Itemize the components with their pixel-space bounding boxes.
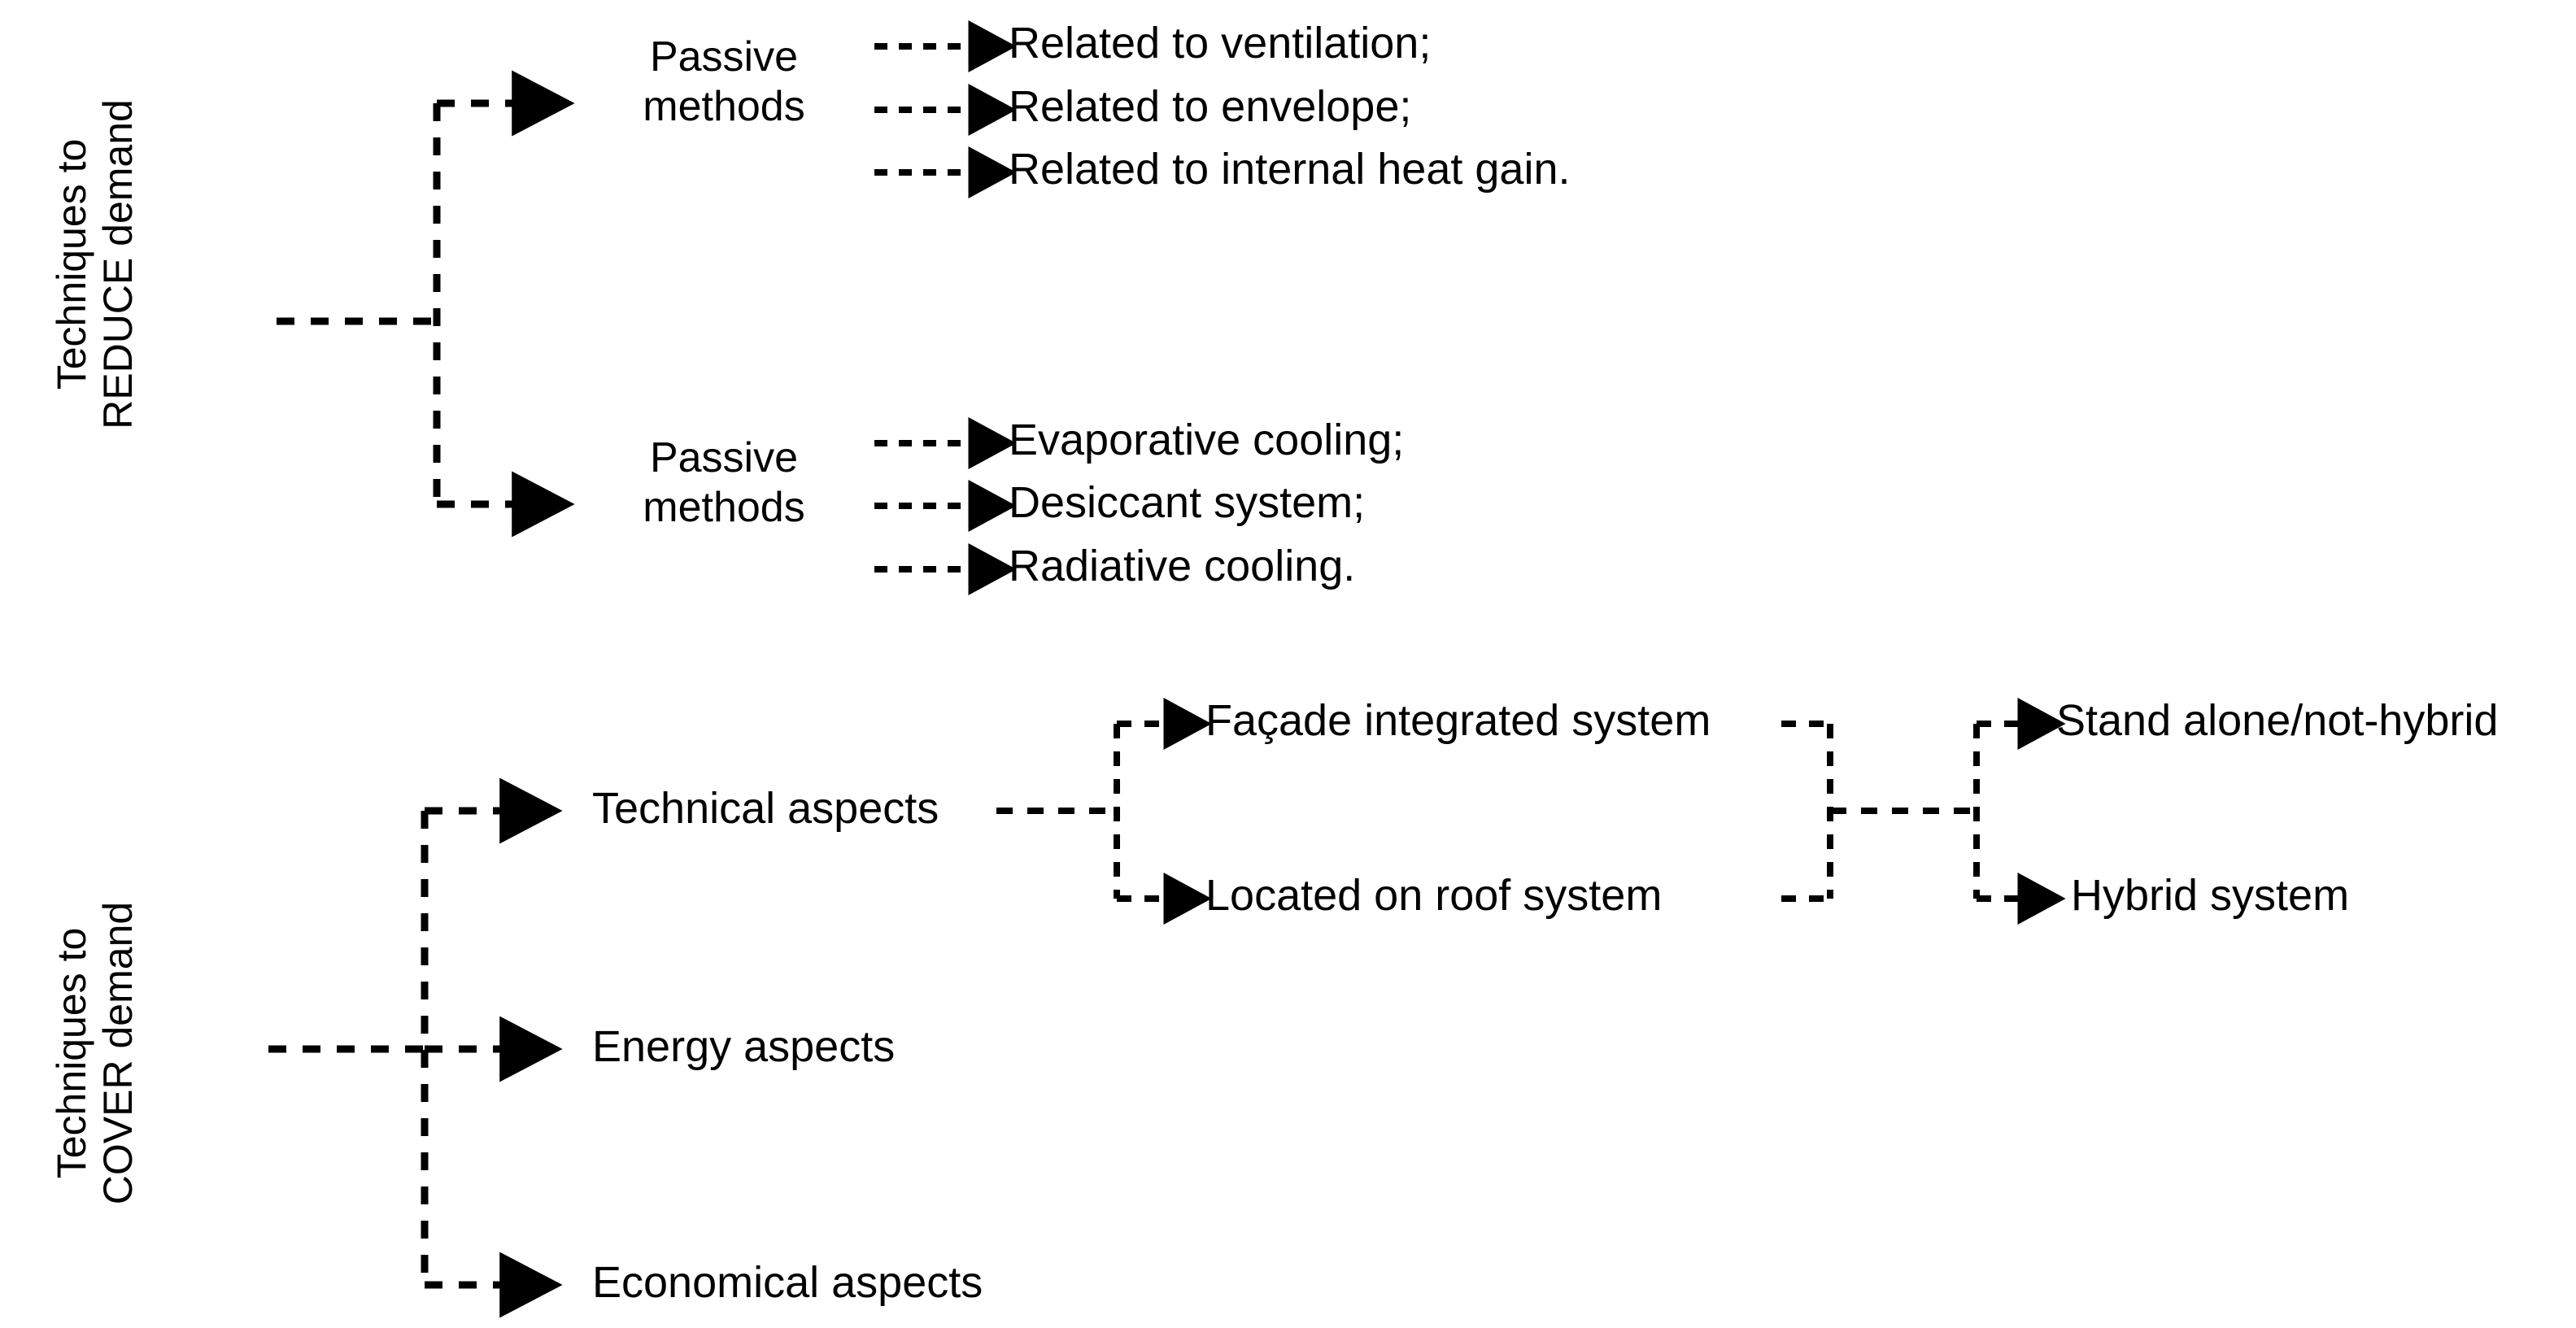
leaf-label-related-to-envelope: Related to envelope;: [1009, 82, 1412, 131]
branch-label-technical-aspects: Technical aspects: [592, 784, 939, 833]
branch-label-passive-methods-1-line1: Passive: [649, 33, 799, 81]
branch-label-economical-aspects: Economical aspects: [592, 1258, 983, 1307]
root-label-reduce-line1: Techniques to: [49, 138, 94, 390]
node-label-facade-integrated-system: Façade integrated system: [1205, 696, 1711, 745]
root-label-cover-line1: Techniques to: [49, 927, 94, 1179]
leaf-label-evaporative-cooling: Evaporative cooling;: [1009, 416, 1405, 464]
leaf-label-desiccant-system: Desiccant system;: [1009, 478, 1366, 527]
root-label-cover-line2: COVER: [95, 1060, 141, 1205]
cover-section-connectors: [268, 698, 2066, 1318]
reduce-section-connectors: [277, 20, 1017, 595]
branch-label-energy-aspects: Energy aspects: [592, 1022, 896, 1071]
root-label-cover-line3: demand: [95, 901, 141, 1049]
node-label-hybrid-system: Hybrid system: [2071, 871, 2350, 920]
leaf-label-radiative-cooling: Radiative cooling.: [1009, 542, 1356, 590]
branch-label-passive-methods-2-line2: methods: [643, 484, 805, 532]
root-label-reduce-line2: REDUCE: [95, 257, 141, 429]
branch-label-passive-methods-2-line1: Passive: [649, 434, 799, 481]
branch-label-passive-methods-1-line2: methods: [643, 83, 805, 131]
root-label-reduce-line3: demand: [95, 99, 141, 246]
leaf-label-related-to-ventilation: Related to ventilation;: [1009, 19, 1432, 67]
leaf-label-related-to-internal-heat-gain: Related to internal heat gain.: [1009, 145, 1571, 194]
node-label-stand-alone-not-hybrid: Stand alone/not-hybrid: [2056, 696, 2499, 745]
node-label-located-on-roof-system: Located on roof system: [1205, 871, 1663, 920]
